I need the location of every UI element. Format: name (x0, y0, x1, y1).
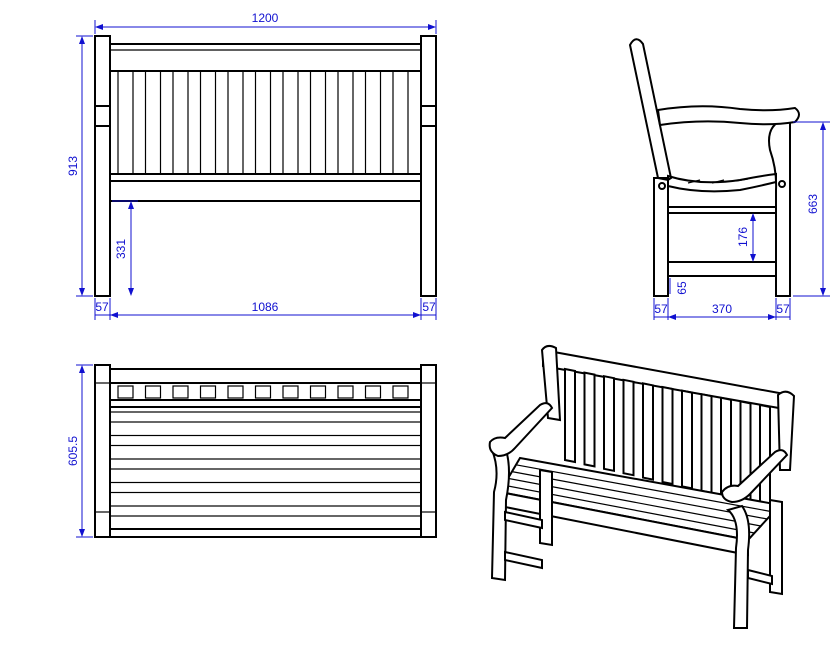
top-back-bottom (109, 399, 422, 408)
top-back-rail (109, 368, 422, 384)
front-apron (109, 180, 422, 202)
front-back-slat (364, 70, 382, 175)
front-left-arm (94, 105, 111, 127)
front-back-slat (117, 70, 134, 175)
top-slat-end (172, 385, 189, 399)
top-slat-end (227, 385, 244, 399)
persp-back-slat (622, 378, 635, 477)
front-back-frame (109, 70, 422, 175)
top-front-rail (109, 528, 422, 538)
front-back-slat (254, 70, 272, 175)
top-seat-board (109, 434, 422, 447)
dim-leg-left: 57 (95, 300, 109, 314)
top-left-arm (94, 364, 111, 538)
side-bolt-rear (658, 182, 666, 190)
top-slat-end (364, 385, 382, 399)
front-back-slat (337, 70, 354, 175)
front-back-slat (227, 70, 244, 175)
side-bolt-front (778, 180, 786, 188)
dim-side-depth: 370 (712, 302, 732, 316)
top-seat-board (109, 458, 422, 470)
top-slat-end (144, 385, 162, 399)
dim-side-rail: 176 (736, 227, 750, 247)
top-slat-end (282, 385, 299, 399)
top-back-slat-ends (117, 385, 409, 399)
dim-side-height: 663 (806, 194, 820, 214)
top-slat-end (392, 385, 409, 399)
dim-front-width: 1200 (252, 11, 279, 25)
top-slat-end (199, 385, 217, 399)
side-rear-leg (653, 177, 669, 297)
front-back-slat (172, 70, 189, 175)
front-back-slat (392, 70, 409, 175)
persp-right-front-leg (725, 504, 751, 629)
side-mid-rail (667, 206, 777, 214)
persp-back-slat (720, 396, 732, 499)
top-view: 605.5 (66, 364, 437, 538)
persp-back-slat (661, 385, 674, 486)
top-seat-board (109, 505, 422, 517)
top-seat-board (109, 411, 422, 423)
top-seat-board (109, 481, 422, 494)
persp-left-armrest (488, 402, 554, 458)
front-back-slat (144, 70, 162, 175)
top-seat-boards (109, 411, 422, 517)
top-slat-end (117, 385, 134, 399)
persp-left-side-rail-upper (504, 510, 543, 530)
top-slat-end (309, 385, 327, 399)
persp-back-slat (603, 374, 615, 473)
top-slat-end (337, 385, 354, 399)
front-top-rail (109, 43, 422, 72)
dim-side-leg-left: 57 (654, 302, 668, 316)
front-back-slat (282, 70, 299, 175)
dim-seat-height: 331 (114, 239, 128, 259)
persp-back-slat (681, 389, 693, 490)
persp-right-armrest (720, 449, 789, 504)
persp-back-slat (642, 382, 654, 481)
side-view: 663 176 65 57 370 57 (628, 38, 830, 320)
persp-back-slat (759, 403, 771, 508)
side-seat (667, 172, 777, 193)
side-front-leg (768, 121, 791, 297)
persp-right-side-rail (747, 568, 773, 586)
top-right-arm (420, 364, 437, 538)
dim-inner-width: 1086 (252, 300, 279, 314)
persp-back-slat (583, 371, 596, 468)
front-right-arm (420, 105, 437, 127)
dim-leg-right: 57 (422, 300, 436, 314)
persp-left-rear-leg (539, 468, 553, 547)
front-left-leg (94, 35, 111, 297)
side-armrest (656, 105, 800, 127)
front-seat-rail (109, 173, 422, 182)
persp-left-back-post (540, 344, 562, 422)
persp-back-slat (700, 392, 713, 495)
dim-top-depth: 605.5 (66, 436, 80, 466)
persp-seat-board-line (515, 464, 774, 513)
persp-seat-board-line (511, 471, 768, 520)
persp-right-rear-leg (769, 498, 783, 596)
persp-back-slat (564, 367, 576, 464)
perspective-view (488, 344, 796, 629)
side-low-rail (667, 261, 777, 277)
front-right-leg (420, 35, 437, 297)
front-back-slat (309, 70, 327, 175)
persp-left-front-leg (490, 449, 510, 582)
front-view: 1200 913 331 57 1086 57 (66, 11, 437, 320)
front-back-slat (199, 70, 217, 175)
persp-left-side-rail-lower (504, 550, 543, 570)
dim-front-height: 913 (66, 156, 80, 176)
front-back-slats (117, 70, 409, 175)
dim-side-low: 65 (675, 281, 689, 295)
top-slat-end (254, 385, 272, 399)
dim-side-leg-right: 57 (776, 302, 790, 316)
